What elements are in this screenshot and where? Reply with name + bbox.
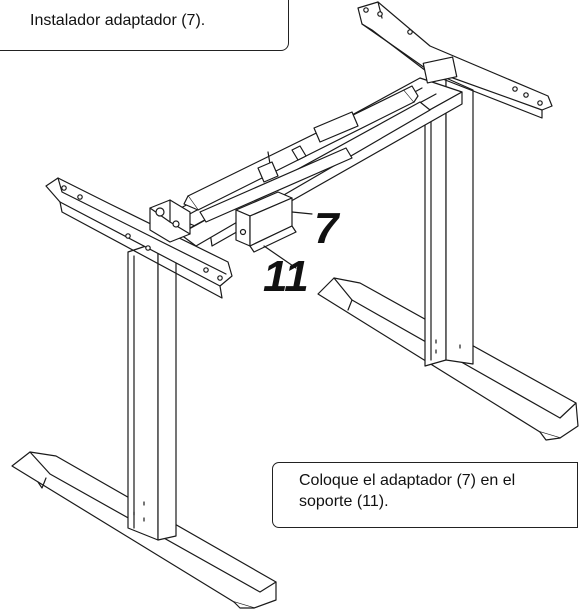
- bracket-part-11: [249, 225, 297, 269]
- crossbar-front: [199, 111, 359, 223]
- left-leg: [127, 241, 177, 541]
- part-number-bracket: 11: [263, 252, 309, 301]
- instruction-callout: Coloque el adaptador (7) en el soporte (…: [272, 462, 578, 528]
- part-number-adapter: 7: [314, 204, 339, 253]
- right-leg: [424, 77, 474, 367]
- instruction-line-2: soporte (11).: [299, 493, 389, 510]
- adapter-part-7: [235, 191, 313, 247]
- left-top-bracket: [45, 177, 233, 299]
- step-title: Instalador adaptador (7).: [30, 12, 206, 29]
- instruction-line-1: Coloque el adaptador (7) en el: [299, 472, 516, 489]
- step-title-callout: Instalador adaptador (7).: [0, 0, 289, 51]
- left-joint: [149, 199, 191, 243]
